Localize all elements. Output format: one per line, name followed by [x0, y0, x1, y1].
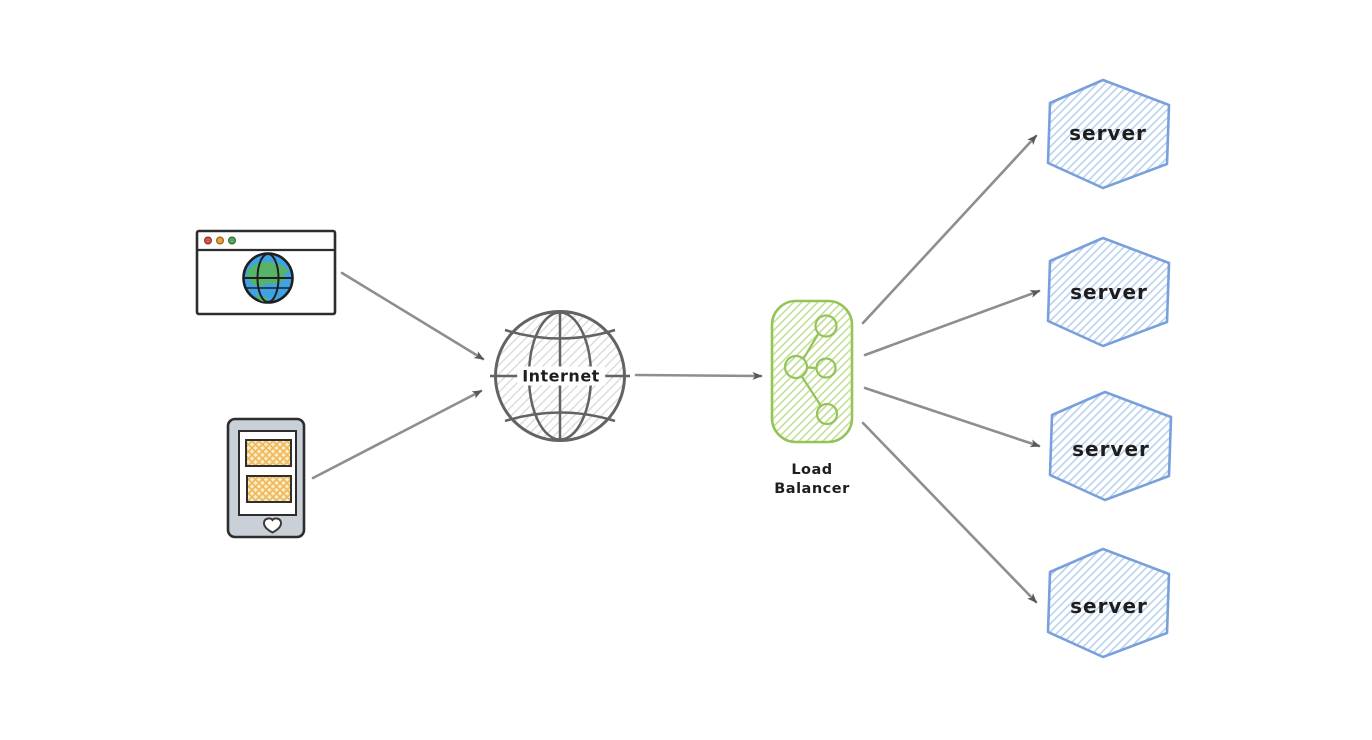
server-1-label: server: [1069, 121, 1147, 145]
server-hexagon-4: [1046, 547, 1171, 659]
browser-dot-green: [228, 236, 237, 245]
server-4-label: server: [1070, 594, 1148, 618]
load-balancer-label-line2: Balancer: [774, 481, 850, 497]
browser-globe-icon: [242, 252, 294, 304]
browser-dot-yellow: [216, 236, 225, 245]
arrow-load-balancer-to-server-2: [863, 289, 1041, 357]
arrow-load-balancer-to-server-1: [861, 134, 1038, 325]
load-balancer-label: Load Balancer: [774, 461, 850, 499]
browser-dot-red: [204, 236, 213, 245]
lb-node-top: [814, 314, 838, 338]
arrow-load-balancer-to-server-3: [863, 386, 1041, 448]
browser-icon: [195, 229, 337, 316]
lb-node-middle: [815, 357, 837, 379]
lb-node-hub: [783, 354, 809, 380]
arrow-internet-to-load-balancer: [634, 371, 763, 380]
server-hexagon-3: [1048, 390, 1173, 502]
server-3-label: server: [1072, 437, 1150, 461]
phone-home-button: [262, 517, 283, 534]
arrow-browser-to-internet: [340, 271, 485, 361]
server-2-label: server: [1070, 280, 1148, 304]
lb-node-bottom: [815, 402, 839, 426]
load-balancer-label-line1: Load: [791, 462, 833, 478]
server-hexagon-1: [1046, 78, 1171, 190]
phone-content-block-2: [246, 475, 292, 503]
internet-label: Internet: [517, 366, 605, 386]
smartphone-icon: [226, 417, 306, 539]
arrow-load-balancer-to-server-4: [861, 421, 1038, 604]
load-balancer-icon: [770, 299, 854, 444]
server-hexagon-2: [1046, 236, 1171, 348]
arrow-phone-to-internet: [311, 389, 483, 480]
phone-content-block-1: [245, 439, 292, 467]
